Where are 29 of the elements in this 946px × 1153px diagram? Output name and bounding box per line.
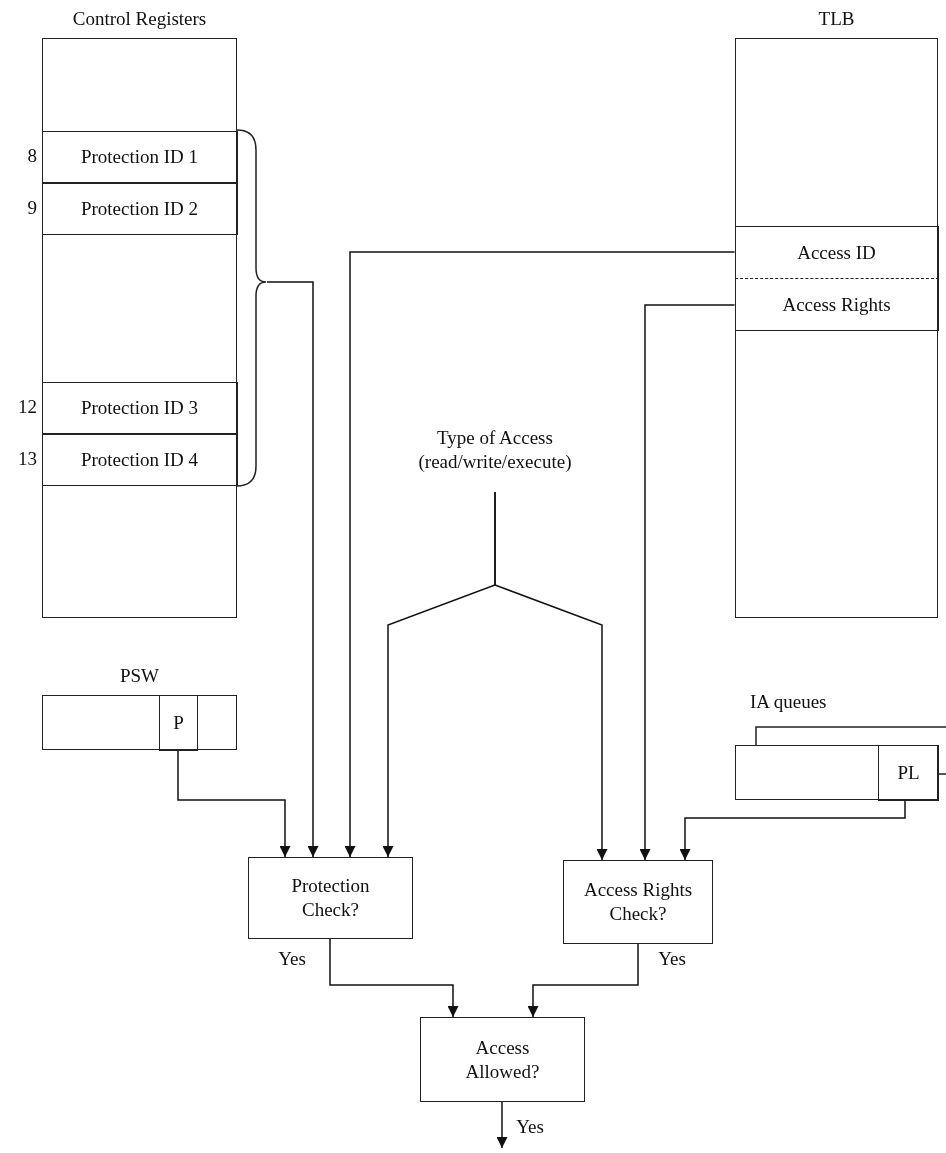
register-row: Protection ID 1	[41, 131, 238, 183]
arrow	[329, 938, 459, 1018]
register-row: Access Rights	[734, 279, 939, 331]
register-row: Protection ID 4	[41, 434, 238, 486]
table-heading: Control Registers	[71, 8, 208, 30]
register-row: Protection ID 3	[41, 382, 238, 434]
annotation-text: Type of Access (read/write/execute)	[395, 408, 595, 492]
register-field: P	[159, 694, 198, 751]
arrow	[494, 491, 608, 861]
arrow	[639, 304, 736, 861]
register-number: 9	[26, 196, 37, 220]
arrow	[496, 1101, 508, 1149]
arrow	[266, 281, 319, 858]
arrow	[679, 799, 906, 861]
register-row: Access ID	[734, 226, 939, 279]
table-heading: TLB	[817, 8, 856, 30]
register-field: PL	[878, 744, 939, 801]
register-label: PSW	[118, 665, 161, 687]
register-number: 13	[17, 447, 37, 471]
arrow	[177, 749, 291, 858]
register-number: 12	[17, 395, 37, 419]
arrow	[527, 943, 639, 1018]
arrow	[344, 251, 736, 858]
decision-box: Access Rights Check?	[563, 860, 713, 944]
decision-box: Access Allowed?	[420, 1017, 585, 1102]
register-label: IA queues	[750, 691, 827, 713]
register-number: 8	[26, 144, 37, 168]
decision-box: Protection Check?	[248, 857, 413, 939]
register-row: Protection ID 2	[41, 183, 238, 235]
